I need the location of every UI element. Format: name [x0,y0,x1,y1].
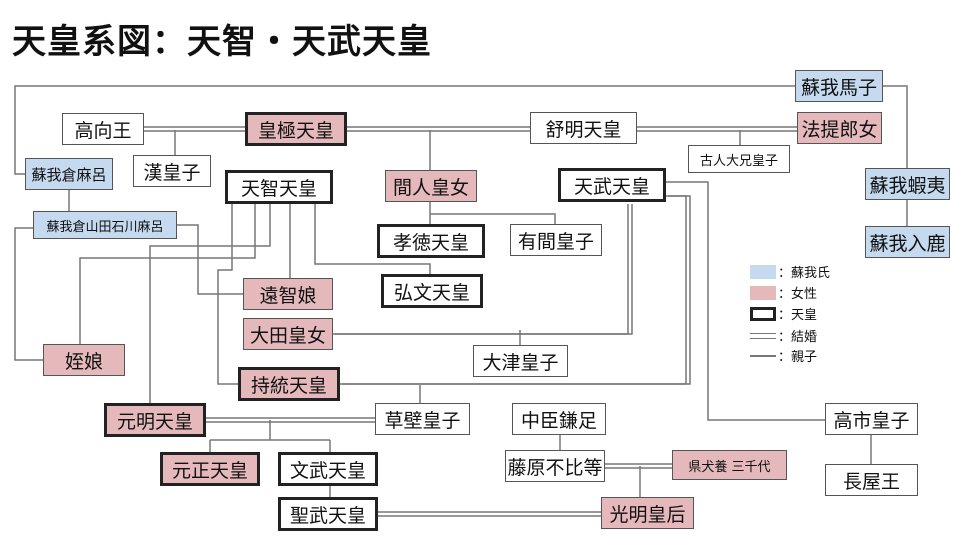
parent-line-ochi-origin [177,224,243,295]
node-furuhito: 古人大兄皇子 [688,145,790,173]
page-title: 天皇系図：天智・天武天皇 [12,22,432,62]
legend-marriage-label: ：結婚 [778,330,818,345]
node-takechi: 高市皇子 [825,403,918,435]
parent-line-swatch [750,354,776,357]
node-shomu: 聖武天皇 [278,497,378,531]
legend-soga-label: ：蘇我氏 [778,266,831,281]
parent-line-jito [217,204,238,385]
parent-line-takechi [666,181,825,421]
node-tenji: 天智天皇 [225,170,333,204]
parent-line-arima [430,213,556,224]
node-genmei: 元明天皇 [104,403,206,437]
parent-line-umako-kurayamada [14,85,795,175]
node-meinoiratsume: 姪娘 [43,344,125,376]
legend-soga: ：蘇我氏 [750,262,830,281]
node-jomei: 舒明天皇 [530,112,637,144]
node-fujiwara: 藤原不比等 [505,450,605,482]
parent-line-kobun [314,204,431,274]
node-ishikawa: 蘇我倉山田石川麻呂 [33,211,177,239]
node-ota: 大田皇女 [243,318,333,350]
marriage-line-ota-tenmu [335,204,633,335]
legend-parent: ：親子 [750,346,817,365]
node-nagaya: 長屋王 [825,464,918,496]
emperor-swatch [750,306,776,321]
node-arima: 有間皇子 [510,224,602,256]
soga-swatch [750,264,776,279]
node-kurayamada: 蘇我倉麻呂 [25,158,113,190]
node-ochi: 遠智娘 [243,278,333,310]
node-komyo: 光明皇后 [601,497,694,529]
legend-emperor: ：天皇 [750,304,817,323]
node-gensho: 元正天皇 [160,452,260,486]
node-jito: 持統天皇 [238,367,340,401]
node-iruka: 蘇我入鹿 [865,226,950,258]
parent-line-ishikawa-mei [14,227,43,361]
legend-marriage: ：結婚 [750,326,817,345]
node-monmu: 文武天皇 [278,452,378,486]
node-soga-umako: 蘇我馬子 [795,70,883,102]
parent-line-mei [79,204,256,344]
marriage-line-jito-tenmu [342,195,691,385]
node-aya: 漢皇子 [133,155,211,187]
node-tenmu: 天武天皇 [558,168,666,202]
legend-female-label: ：女性 [778,287,818,302]
node-emishi: 蘇我蝦夷 [865,168,950,200]
node-hotei: 法提郎女 [797,112,882,144]
node-michiyo: 県犬養 三千代 [672,450,787,480]
node-hashihito: 間人皇女 [385,170,477,202]
node-otsu: 大津皇子 [473,345,568,377]
legend-female: ：女性 [750,283,817,302]
parent-line-genmei [149,204,271,403]
node-kogyoku: 皇極天皇 [245,112,347,146]
marriage-line-swatch [750,332,776,339]
node-nakatomi: 中臣鎌足 [512,403,606,435]
node-kotoku: 孝徳天皇 [377,224,485,258]
legend-parent-label: ：親子 [778,350,818,365]
node-kusakabe: 草壁皇子 [375,403,470,435]
female-swatch [750,285,776,300]
parent-line-umako-emishi [883,85,908,168]
node-kojin: 高向王 [62,113,144,145]
legend-emperor-label: ：天皇 [778,308,818,323]
node-kobun: 弘文天皇 [381,274,483,308]
